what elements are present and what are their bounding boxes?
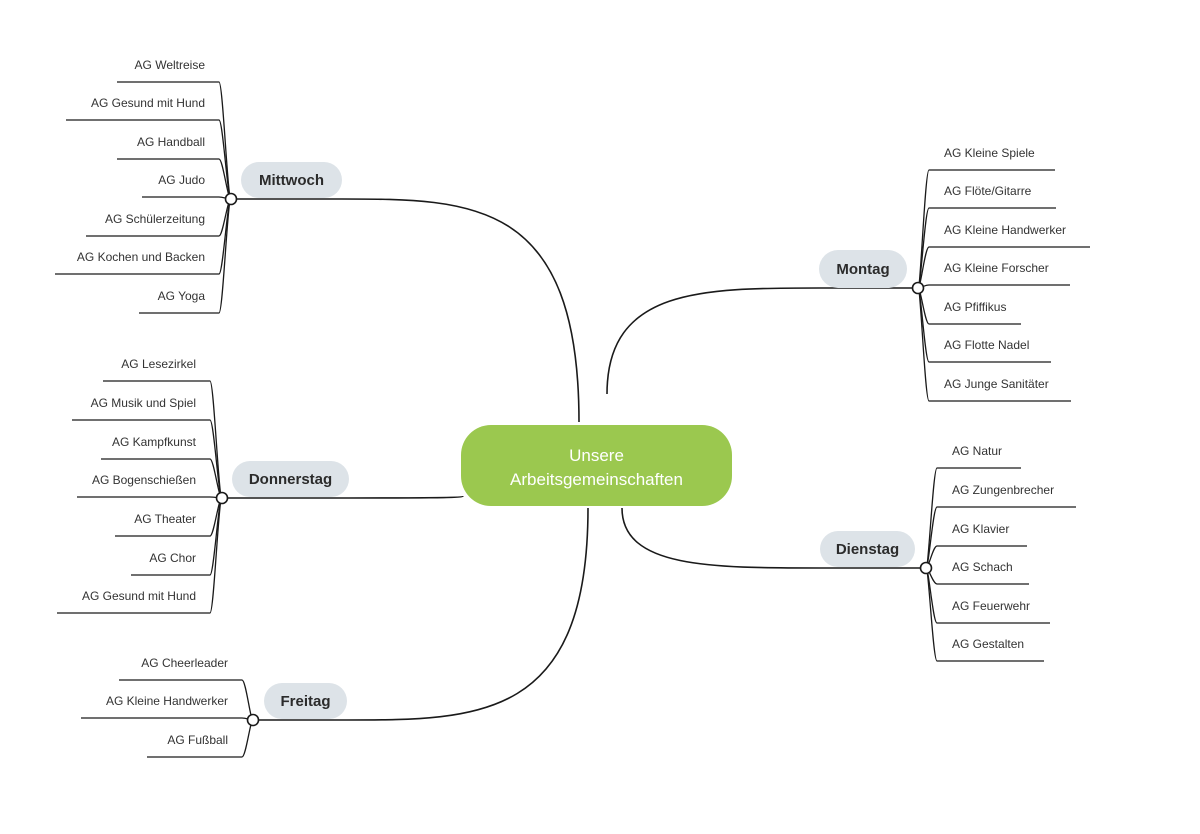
branch-montag-label: Montag	[836, 261, 889, 278]
branch-montag-leaf-label[interactable]: AG Kleine Forscher	[944, 261, 1049, 275]
branch-donnerstag-collapse-toggle[interactable]	[215, 491, 229, 505]
branch-dienstag-leaf-line	[925, 567, 1050, 624]
branch-mittwoch-leaf-label[interactable]: AG Schülerzeitung	[105, 212, 205, 226]
branch-dienstag-leaf-label[interactable]: AG Klavier	[952, 522, 1009, 536]
branch-dienstag-leaf-line	[925, 506, 1076, 569]
branch-mittwoch-leaf-label[interactable]: AG Handball	[137, 135, 205, 149]
branch-montag-leaf-label[interactable]: AG Junge Sanitäter	[944, 377, 1049, 391]
branch-donnerstag-leaf-label[interactable]: AG Gesund mit Hund	[82, 589, 196, 603]
central-topic[interactable]: Unsere Arbeitsgemeinschaften	[461, 425, 732, 506]
branch-montag-leaf-label[interactable]: AG Flotte Nadel	[944, 338, 1029, 352]
branch-montag-leaf-label[interactable]: AG Kleine Spiele	[944, 146, 1035, 160]
branch-dienstag-label: Dienstag	[836, 541, 899, 558]
branch-donnerstag-label: Donnerstag	[249, 471, 332, 488]
branch-freitag-leaf-label[interactable]: AG Kleine Handwerker	[106, 694, 228, 708]
branch-dienstag-leaf-label[interactable]: AG Schach	[952, 560, 1013, 574]
branch-mittwoch-collapse-toggle[interactable]	[224, 192, 238, 206]
branch-mittwoch-leaf-line	[142, 196, 232, 200]
branch-donnerstag-leaf-label[interactable]: AG Musik und Spiel	[91, 396, 196, 410]
central-topic-box[interactable]	[461, 425, 732, 506]
branch-freitag-collapse-toggle[interactable]	[246, 713, 260, 727]
branch-donnerstag-connector	[222, 495, 464, 499]
branch-mittwoch-pill[interactable]	[241, 162, 342, 198]
branch-mittwoch-topic[interactable]: Mittwoch	[241, 162, 342, 198]
branch-mittwoch-leaf-label[interactable]: AG Gesund mit Hund	[91, 96, 205, 110]
branch-dienstag-leaf-label[interactable]: AG Zungenbrecher	[952, 483, 1054, 497]
branch-montag-leaf-line	[917, 207, 1056, 289]
branch-mittwoch-leaf-label[interactable]: AG Judo	[158, 173, 205, 187]
branch-donnerstag-leaf-label[interactable]: AG Lesezirkel	[121, 357, 196, 371]
branch-donnerstag-leaf-label[interactable]: AG Chor	[149, 551, 196, 565]
branch-donnerstag-leaf-label[interactable]: AG Theater	[134, 512, 196, 526]
branch-freitag-leaf-line	[81, 717, 254, 721]
branch-mittwoch-leaf-label[interactable]: AG Weltreise	[135, 58, 206, 72]
branch-mittwoch-leaf-label[interactable]: AG Kochen und Backen	[77, 250, 205, 264]
branch-dienstag-collapse-toggle[interactable]	[919, 561, 933, 575]
branch-montag-leaf-label[interactable]: AG Pfiffikus	[944, 300, 1006, 314]
branch-dienstag-leaf-label[interactable]: AG Natur	[952, 444, 1002, 458]
branch-freitag-connector	[253, 507, 589, 721]
branch-freitag-topic[interactable]: Freitag	[264, 683, 347, 719]
branch-dienstag-leaf-label[interactable]: AG Feuerwehr	[952, 599, 1030, 613]
branch-dienstag-connector	[621, 507, 926, 569]
central-topic-line2: Arbeitsgemeinschaften	[510, 470, 683, 489]
branch-montag-leaf-label[interactable]: AG Kleine Handwerker	[944, 223, 1066, 237]
branch-donnerstag-leaf-line	[77, 496, 223, 499]
branch-mittwoch-label: Mittwoch	[259, 172, 324, 189]
branch-mittwoch-leaf-label[interactable]: AG Yoga	[158, 289, 206, 303]
nodes: AG Weltreise AG Gesund mit Hund AG Handbal…	[77, 58, 1066, 747]
branch-montag-leaf-line	[917, 284, 1070, 289]
branch-montag-topic[interactable]: Montag	[819, 250, 907, 288]
branch-donnerstag-topic[interactable]: Donnerstag	[232, 461, 349, 497]
central-topic-line1: Unsere	[569, 446, 624, 465]
branch-dienstag-pill[interactable]	[820, 531, 915, 567]
branch-freitag-leaf-label[interactable]: AG Cheerleader	[141, 656, 228, 670]
branch-dienstag-leaf-label[interactable]: AG Gestalten	[952, 637, 1024, 651]
branch-montag-connector	[606, 287, 918, 395]
branch-freitag-label: Freitag	[280, 693, 330, 710]
branch-donnerstag-leaf-label[interactable]: AG Bogenschießen	[92, 473, 196, 487]
branch-montag-leaf-label[interactable]: AG Flöte/Gitarre	[944, 184, 1032, 198]
branch-mittwoch-connector	[231, 198, 580, 423]
branch-dienstag-topic[interactable]: Dienstag	[820, 531, 915, 567]
branch-freitag-leaf-label[interactable]: AG Fußball	[167, 733, 228, 747]
branch-montag-pill[interactable]	[819, 250, 907, 288]
branch-donnerstag-pill[interactable]	[232, 461, 349, 497]
branch-montag-collapse-toggle[interactable]	[911, 281, 925, 295]
branch-freitag-pill[interactable]	[264, 683, 347, 719]
branch-donnerstag-leaf-label[interactable]: AG Kampfkunst	[112, 435, 197, 449]
